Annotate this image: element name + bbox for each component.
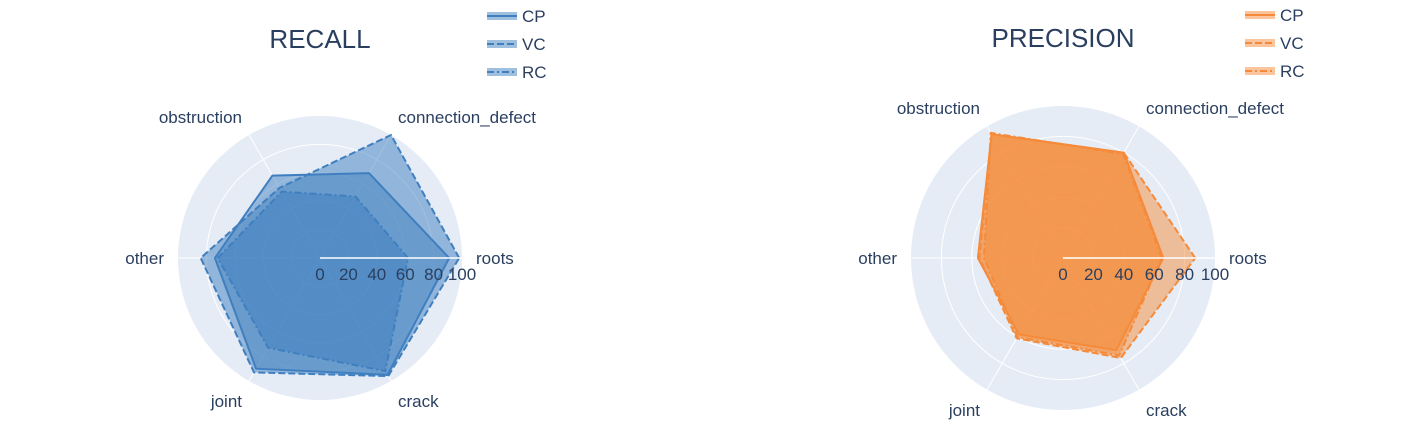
legend-label: CP (522, 7, 546, 26)
legend-item-RC: RC (487, 63, 547, 82)
series-RC (216, 190, 410, 373)
legend-item-CP: CP (1245, 6, 1304, 25)
axis-label-joint: joint (210, 392, 242, 411)
radial-tick-label: 20 (1084, 265, 1103, 284)
axis-label-obstruction: obstruction (897, 99, 980, 118)
axis-label-obstruction: obstruction (159, 108, 242, 127)
legend-label: VC (522, 35, 546, 54)
radial-tick-label: 20 (339, 265, 358, 284)
legend-item-VC: VC (487, 35, 546, 54)
legend-label: VC (1280, 34, 1304, 53)
chart-title: RECALL (269, 24, 370, 54)
legend-label: RC (1280, 62, 1305, 81)
radial-tick-label: 60 (1145, 265, 1164, 284)
radial-tick-label: 40 (367, 265, 386, 284)
radial-tick-label: 0 (1058, 265, 1067, 284)
axis-label-other: other (858, 249, 897, 268)
legend-label: RC (522, 63, 547, 82)
axis-label-connection_defect: connection_defect (398, 108, 536, 127)
radial-tick-label: 0 (315, 265, 324, 284)
radar-precision: roots connection_defect obstruction other jo… (858, 6, 1304, 420)
legend-item-RC: RC (1245, 62, 1305, 81)
radial-tick-label: 60 (396, 265, 415, 284)
legend-label: CP (1280, 6, 1304, 25)
radial-tick-label: 80 (424, 265, 443, 284)
series-RC (982, 131, 1163, 357)
axis-label-connection_defect: connection_defect (1146, 99, 1284, 118)
legend-item-VC: VC (1245, 34, 1304, 53)
axis-label-crack: crack (398, 392, 439, 411)
axis-label-joint: joint (948, 401, 980, 420)
axis-label-roots: roots (1229, 249, 1267, 268)
axis-label-roots: roots (476, 249, 514, 268)
axis-label-crack: crack (1146, 401, 1187, 420)
axis-label-other: other (125, 249, 164, 268)
radial-tick-label: 100 (1201, 265, 1229, 284)
legend-item-CP: CP (487, 7, 546, 26)
radial-tick-label: 100 (448, 265, 476, 284)
radial-tick-label: 40 (1114, 265, 1133, 284)
chart-title: PRECISION (991, 23, 1134, 53)
radar-recall: roots connection_defect obstruction other jo… (125, 7, 546, 411)
radial-tick-label: 80 (1175, 265, 1194, 284)
